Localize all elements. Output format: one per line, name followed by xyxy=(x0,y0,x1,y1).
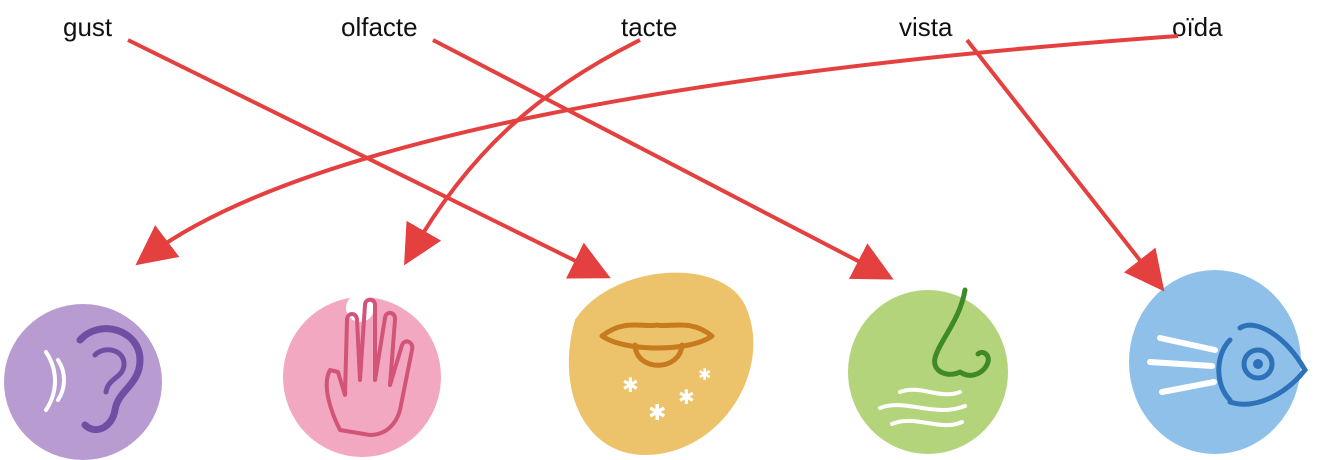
ear-icon[interactable] xyxy=(4,304,162,460)
svg-text:✱: ✱ xyxy=(622,373,639,397)
mouth-icon[interactable]: ✱ ✱ ✱ ✱ xyxy=(568,272,754,455)
arrow-tacte-to-hand xyxy=(404,38,641,266)
label-vista[interactable]: vista xyxy=(899,12,953,42)
arrow-vista-to-eye xyxy=(965,38,1165,292)
eye-icon[interactable] xyxy=(1129,270,1309,454)
arrow-gust-to-mouth xyxy=(127,38,611,279)
label-olfacte[interactable]: olfacte xyxy=(341,12,418,42)
label-tacte[interactable]: tacte xyxy=(621,12,678,42)
label-oida[interactable]: oïda xyxy=(1172,12,1223,42)
svg-text:✱: ✱ xyxy=(678,385,695,409)
arrow-oida-to-ear xyxy=(135,34,1179,266)
nose-icon[interactable] xyxy=(848,287,1008,454)
arrow-olfacte-to-nose xyxy=(432,38,894,280)
hand-icon[interactable] xyxy=(283,294,441,457)
label-gust[interactable]: gust xyxy=(63,12,113,42)
svg-text:✱: ✱ xyxy=(698,365,711,384)
svg-text:✱: ✱ xyxy=(648,401,666,426)
